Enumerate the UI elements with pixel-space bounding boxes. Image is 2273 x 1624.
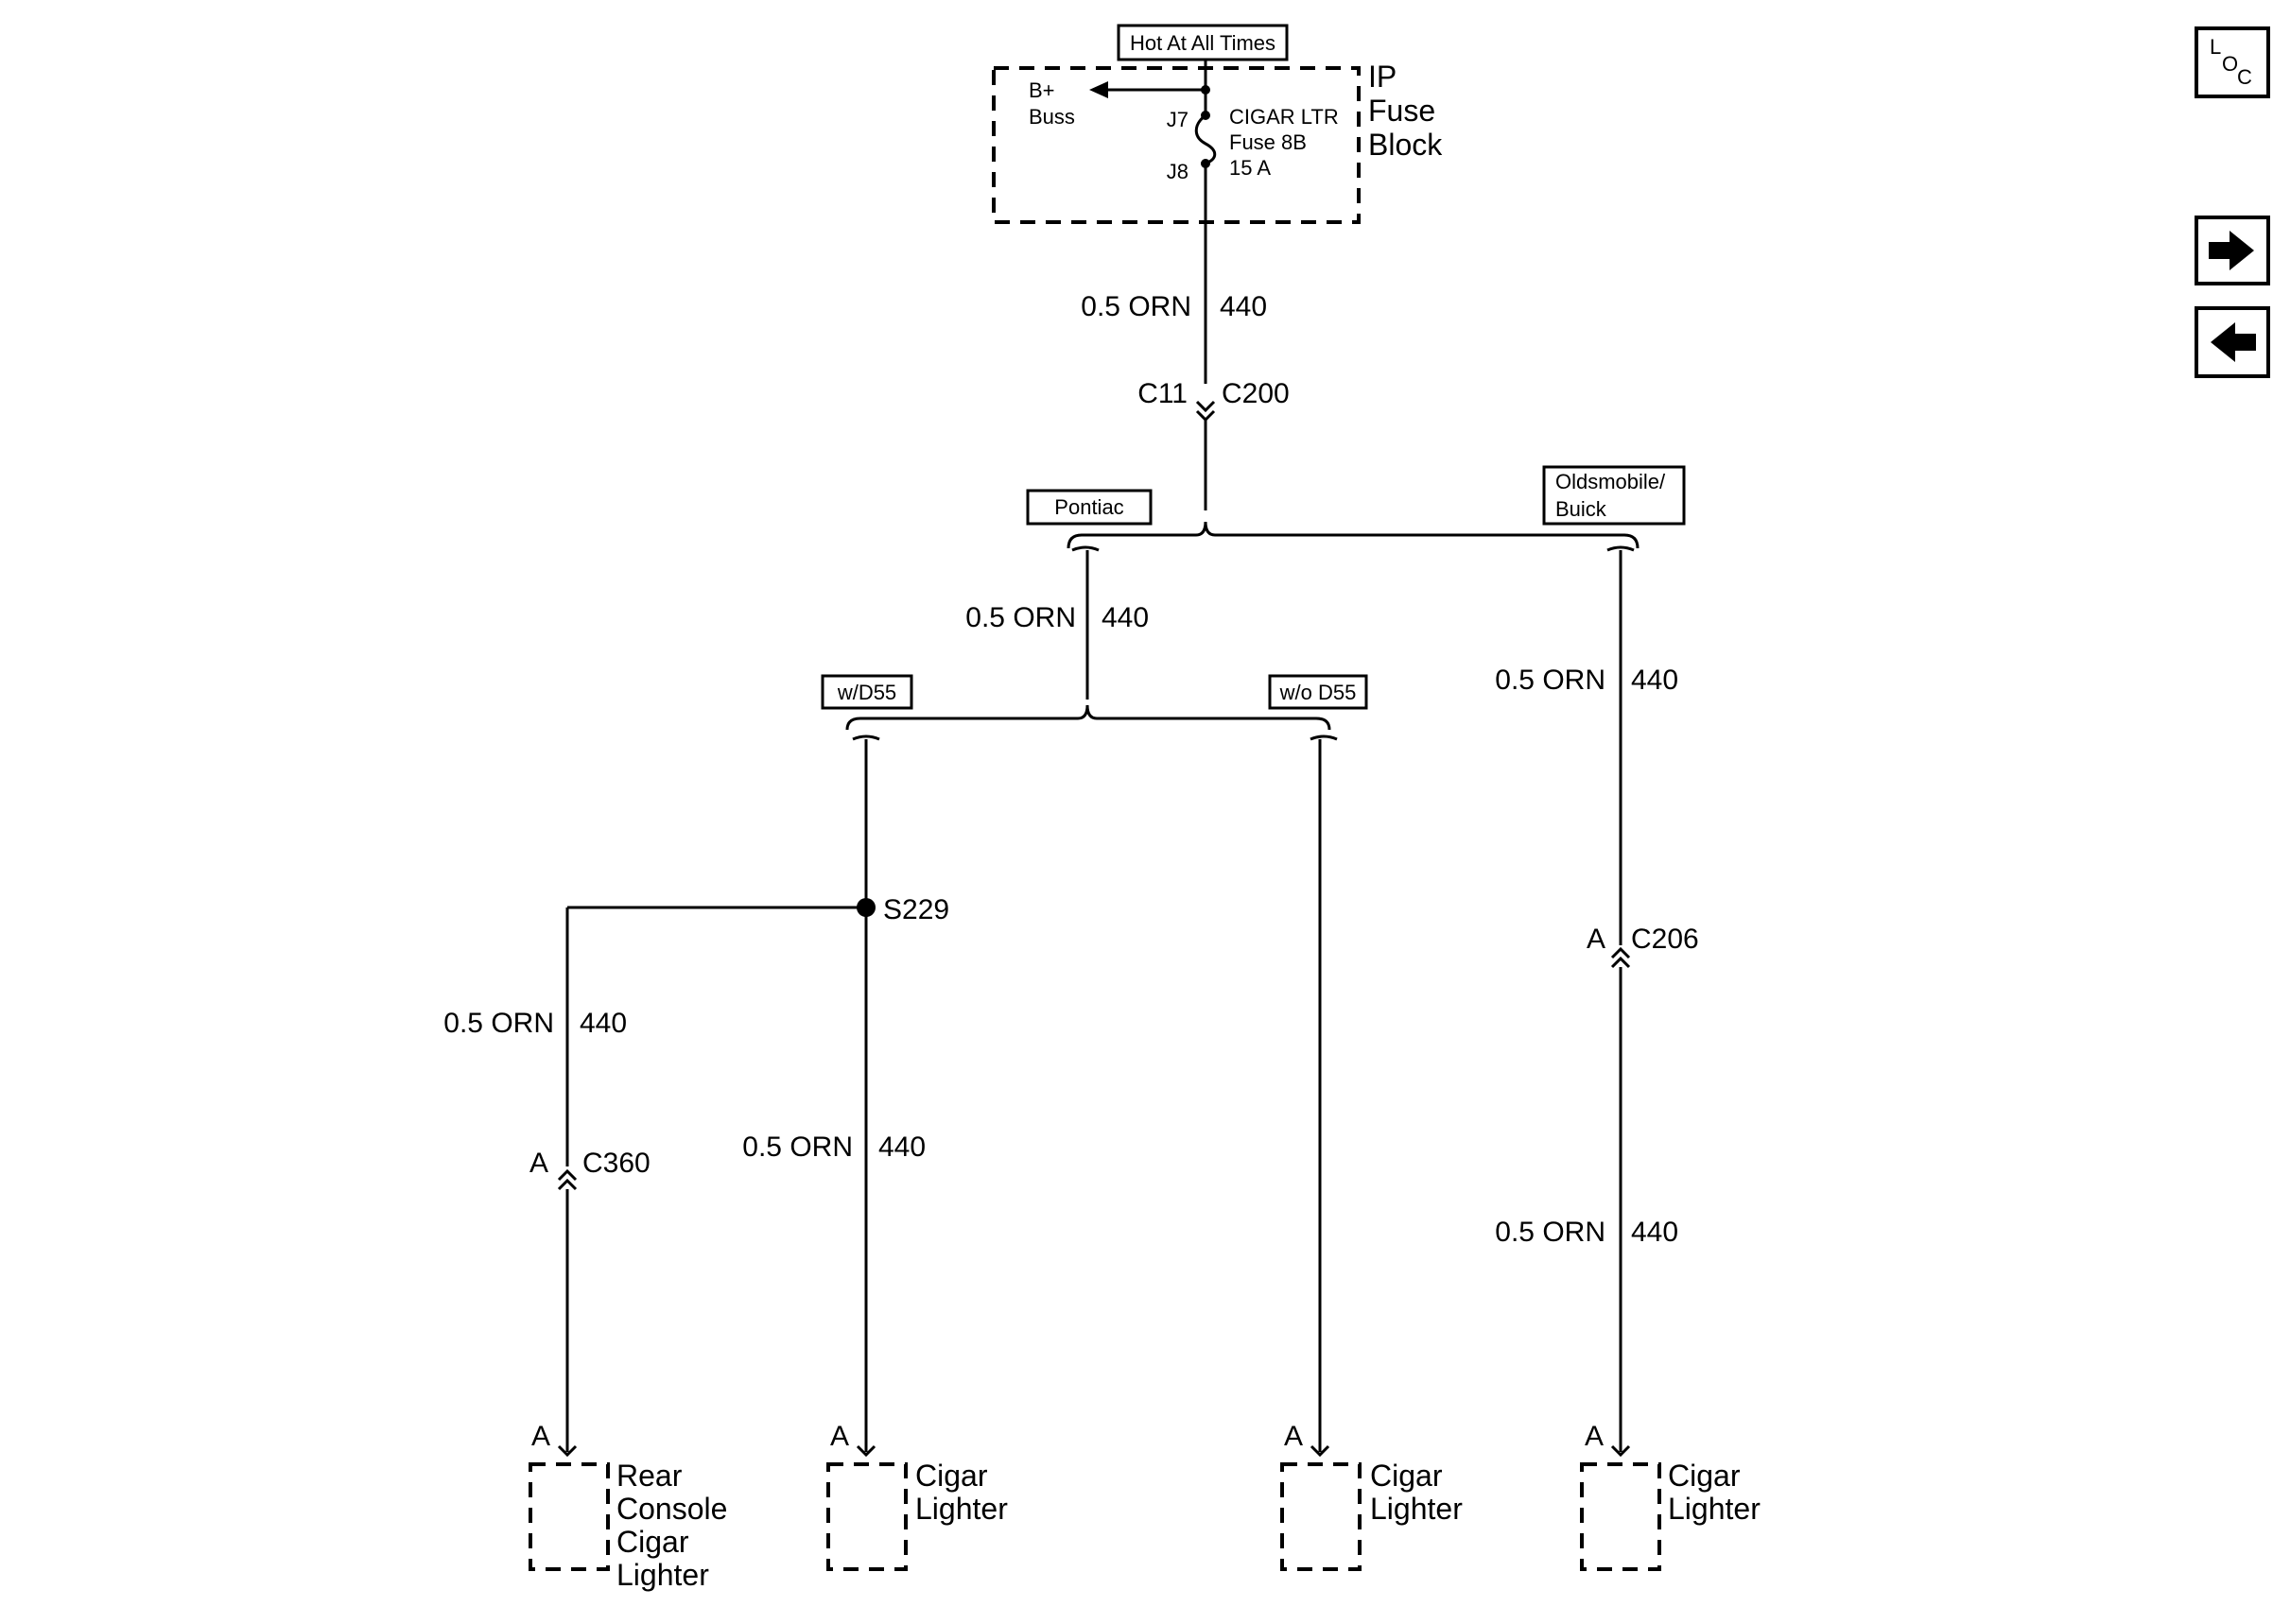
svg-text:A: A (1585, 1421, 1604, 1452)
svg-text:440: 440 (1631, 1217, 1678, 1248)
olds-branch-wire-bottom-label: 0.5 ORN 440 (1495, 1217, 1678, 1248)
svg-text:0.5 ORN: 0.5 ORN (1495, 1217, 1605, 1248)
svg-text:Lighter: Lighter (1668, 1492, 1761, 1526)
connector-c206-name: C206 (1631, 924, 1699, 955)
pontiac-branch-wire-label: 0.5 ORN 440 (965, 602, 1149, 633)
svg-text:w/o D55: w/o D55 (1279, 681, 1357, 704)
previous-page-button[interactable] (2195, 306, 2270, 378)
svg-text:Lighter: Lighter (616, 1558, 709, 1592)
pontiac-option-label: Pontiac (1026, 489, 1153, 526)
fuse-block-name: IP Fuse Block (1368, 60, 1443, 162)
load-rear-console-cigar-lighter: A Rear Console Cigar Lighter (529, 1421, 727, 1592)
hot-at-all-times-label: Hot At All Times (1117, 24, 1289, 61)
svg-text:Cigar: Cigar (616, 1525, 689, 1559)
svg-text:Lighter: Lighter (1370, 1492, 1463, 1526)
svg-text:440: 440 (1631, 665, 1678, 696)
connector-c360-name: C360 (582, 1148, 651, 1179)
svg-text:440: 440 (1220, 291, 1267, 322)
svg-text:O: O (2222, 52, 2238, 76)
buss-arrow-icon (1089, 81, 1108, 98)
fuse-rating: 15 A (1229, 156, 1271, 180)
b-plus-buss: B+ Buss (1029, 78, 1206, 129)
svg-text:440: 440 (1102, 602, 1149, 633)
fuse-name: CIGAR LTR (1229, 105, 1339, 129)
svg-text:440: 440 (580, 1008, 627, 1039)
svg-text:Block: Block (1368, 128, 1443, 162)
svg-text:0.5 ORN: 0.5 ORN (742, 1132, 853, 1163)
svg-text:Fuse: Fuse (1368, 94, 1435, 128)
d55-split-bracket (845, 704, 1331, 731)
ip-fuse-block (992, 66, 1361, 224)
svg-text:w/D55: w/D55 (837, 681, 896, 704)
svg-text:B+: B+ (1029, 78, 1055, 102)
load-cigar-lighter-with-d55: A Cigar Lighter (826, 1421, 1008, 1571)
svg-text:Buss: Buss (1029, 105, 1075, 129)
rear-branch-wire-label: 0.5 ORN 440 (443, 1008, 627, 1039)
svg-text:0.5 ORN: 0.5 ORN (443, 1008, 554, 1039)
svg-text:Lighter: Lighter (915, 1492, 1008, 1526)
terminal-j7: J7 (1167, 108, 1189, 131)
svg-text:0.5 ORN: 0.5 ORN (1081, 291, 1191, 322)
connector-c360: A C360 (529, 1148, 651, 1191)
svg-text:Cigar: Cigar (915, 1459, 988, 1493)
svg-text:0.5 ORN: 0.5 ORN (965, 602, 1076, 633)
with-d55-option-label: w/D55 (821, 674, 913, 710)
load-cigar-lighter-without-d55: A Cigar Lighter (1280, 1421, 1463, 1571)
connector-c200: C11 C200 (1137, 378, 1290, 423)
hot-label-text: Hot At All Times (1130, 31, 1275, 55)
connector-c360-pin: A (529, 1148, 548, 1179)
trunk-wire-label: 0.5 ORN 440 (1081, 291, 1267, 322)
connector-c200-pin: C11 (1137, 378, 1188, 409)
connector-c200-name: C200 (1222, 378, 1290, 409)
svg-text:Buick: Buick (1555, 497, 1607, 521)
svg-text:L: L (2210, 35, 2221, 59)
svg-text:Console: Console (616, 1492, 727, 1526)
svg-text:Oldsmobile/: Oldsmobile/ (1555, 470, 1666, 493)
oldsmobile-buick-option-label: Oldsmobile/ Buick (1542, 465, 1686, 526)
svg-text:440: 440 (878, 1132, 926, 1163)
splice-s229-name: S229 (883, 894, 949, 925)
connector-c206-pin: A (1587, 924, 1605, 955)
arrow-left-icon (2211, 322, 2256, 362)
front-branch-wire-label: 0.5 ORN 440 (742, 1132, 926, 1163)
svg-text:A: A (830, 1421, 849, 1452)
svg-text:0.5 ORN: 0.5 ORN (1495, 665, 1605, 696)
svg-text:C: C (2237, 65, 2252, 89)
svg-text:IP: IP (1368, 60, 1397, 94)
next-page-button[interactable] (2195, 216, 2270, 285)
without-d55-option-label: w/o D55 (1268, 674, 1368, 710)
connector-c206: A C206 (1587, 924, 1699, 969)
pontiac-olds-split-bracket (1067, 521, 1640, 549)
load-cigar-lighter-olds-buick: A Cigar Lighter (1580, 1421, 1761, 1571)
svg-text:A: A (1284, 1421, 1303, 1452)
svg-text:Pontiac: Pontiac (1054, 495, 1123, 519)
cigar-ltr-fuse: J7 J8 CIGAR LTR Fuse 8B 15 A (1167, 60, 1339, 183)
splice-s229: S229 (857, 894, 949, 925)
olds-branch-wire-top-label: 0.5 ORN 440 (1495, 665, 1678, 696)
svg-text:A: A (531, 1421, 550, 1452)
svg-text:Cigar: Cigar (1668, 1459, 1741, 1493)
arrow-right-icon (2209, 231, 2254, 270)
loc-button[interactable]: L O C (2195, 26, 2270, 98)
svg-text:Rear: Rear (616, 1459, 683, 1493)
fuse-number: Fuse 8B (1229, 130, 1307, 154)
svg-text:Cigar: Cigar (1370, 1459, 1443, 1493)
terminal-j8: J8 (1167, 160, 1189, 183)
